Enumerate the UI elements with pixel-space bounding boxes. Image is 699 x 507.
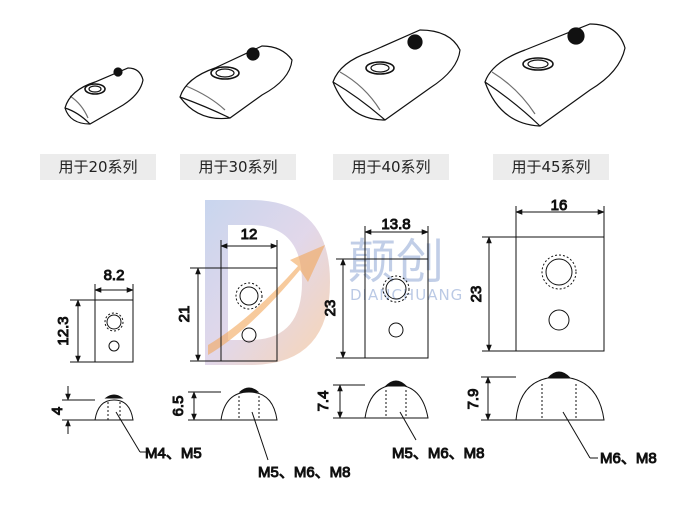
side-view-20: [62, 386, 150, 453]
side-view-45: [481, 371, 605, 459]
nut-20-isometric: [64, 67, 144, 125]
nut-45-isometric: [484, 23, 626, 127]
dim-20-side-height: 4: [49, 407, 66, 415]
top-view-30: [190, 240, 278, 362]
dim-20-height: 12.3: [55, 316, 72, 345]
dim-30-width: 12: [241, 226, 258, 243]
top-view-40: [336, 226, 429, 359]
top-view-45: [482, 206, 605, 352]
dim-45-width: 16: [551, 197, 568, 214]
thread-45: M6、M8: [600, 450, 657, 467]
thread-30: M5、M6、M8: [258, 464, 351, 481]
dim-20-width: 8.2: [104, 267, 125, 284]
thread-40: M5、M6、M8: [392, 445, 485, 462]
dim-45-side-height: 7.9: [465, 389, 482, 410]
dim-40-side-height: 7.4: [315, 391, 332, 412]
side-view-30: [188, 387, 278, 461]
dim-30-height: 21: [176, 306, 193, 323]
series-label-20: 用于20系列: [40, 154, 156, 180]
nut-30-isometric: [179, 45, 293, 120]
watermark-en: DIANCHUANG: [350, 286, 463, 304]
top-view-20: [70, 284, 134, 363]
side-view-40: [333, 380, 429, 441]
dim-45-height: 23: [468, 286, 485, 303]
dim-40-height: 23: [322, 300, 339, 317]
nut-40-isometric: [332, 29, 461, 121]
dim-40-width: 13.8: [381, 216, 410, 233]
thread-20: M4、M5: [145, 445, 202, 462]
series-label-40: 用于40系列: [333, 154, 449, 180]
series-label-45: 用于45系列: [493, 154, 609, 180]
dim-30-side-height: 6.5: [170, 396, 187, 417]
series-label-30: 用于30系列: [180, 154, 296, 180]
